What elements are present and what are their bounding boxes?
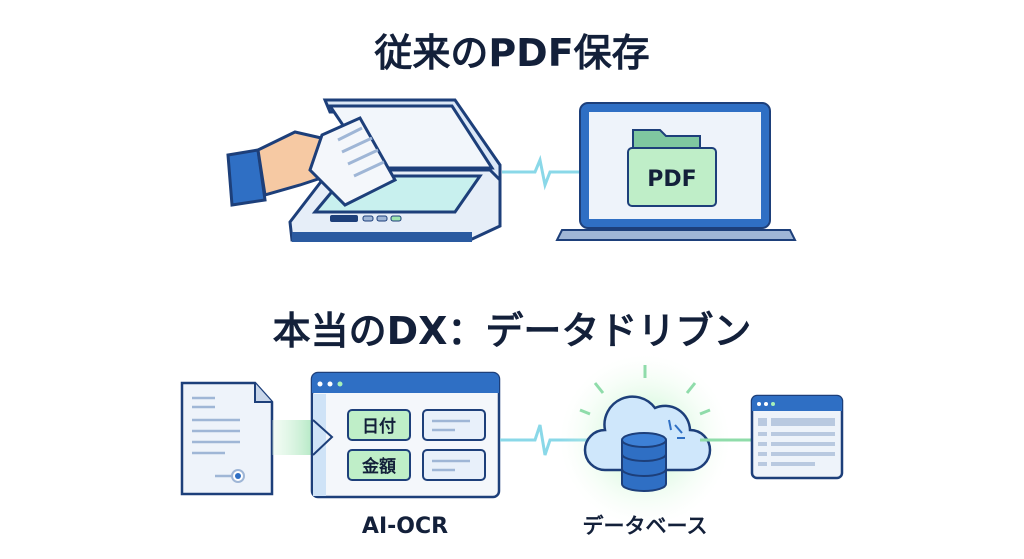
connector-line bbox=[500, 424, 590, 456]
ocr-window: 日付 金額 bbox=[310, 371, 501, 499]
pdf-label: PDF bbox=[647, 167, 696, 192]
database-label: データベース bbox=[583, 514, 708, 538]
ocr-field-amount: 金額 bbox=[361, 456, 396, 477]
cloud-database-icon bbox=[560, 355, 730, 525]
connector-line bbox=[502, 154, 585, 191]
ocr-field-date: 日付 bbox=[362, 416, 396, 437]
ocr-label: AI-OCR bbox=[362, 514, 448, 539]
document-icon bbox=[180, 381, 274, 496]
title-true-dx: 本当のDX：データドリブン bbox=[272, 309, 752, 353]
hand-with-document-icon bbox=[226, 116, 398, 207]
pdf-folder-icon: PDF bbox=[627, 129, 717, 207]
title-traditional-pdf: 従来のPDF保存 bbox=[374, 31, 650, 75]
dashboard-window-icon bbox=[750, 394, 844, 480]
